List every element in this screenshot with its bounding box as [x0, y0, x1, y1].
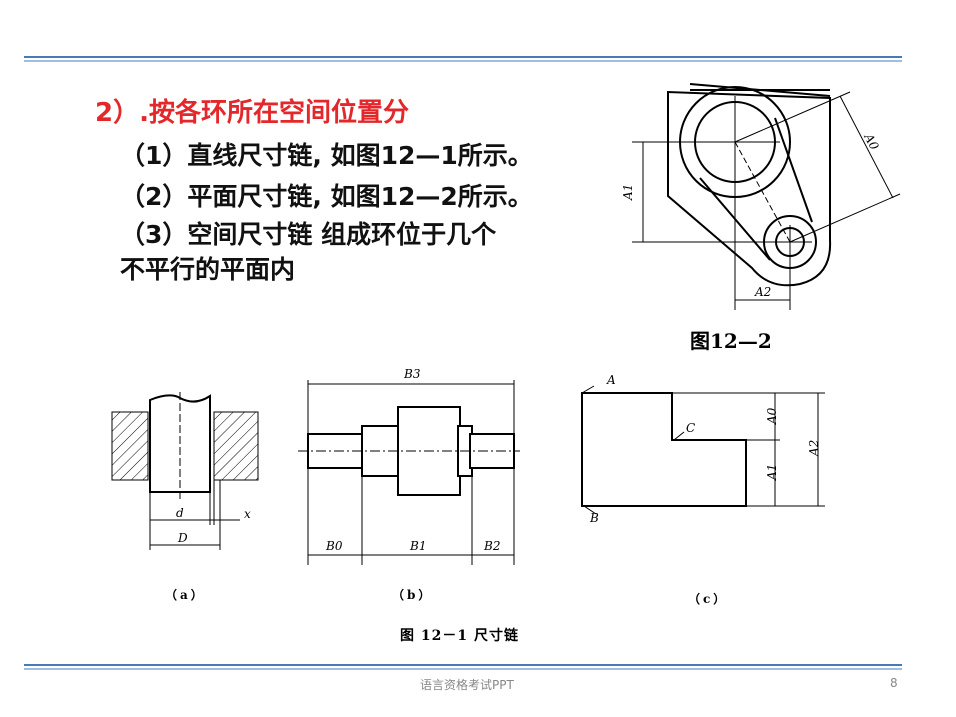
- list-item-linear-chain: （1）直线尺寸链, 如图12—1所示。: [120, 141, 533, 170]
- fig2-label-a2: A2: [754, 285, 771, 299]
- fig-b-label-b0: B0: [325, 539, 343, 553]
- figure-12-1c-caption: （c）: [688, 592, 729, 606]
- fig-c-label-b: B: [589, 511, 599, 525]
- fig-c-stepped-block: [581, 392, 747, 507]
- fig-c-label-a2: A2: [807, 440, 821, 457]
- list-item-plane-chain: （2）平面尺寸链, 如图12—2所示。: [120, 182, 533, 211]
- fig2-label-a1: A1: [621, 184, 635, 201]
- list-item-space-chain: （3）空间尺寸链 组成环位于几个: [120, 220, 497, 249]
- figure-12-2-caption: 图12—2: [690, 329, 772, 353]
- fig-a-label-d: d: [176, 506, 184, 520]
- section-heading: 2）.按各环所在空间位置分: [95, 98, 409, 128]
- figure-12-1-caption: 图 12－1 尺寸链: [400, 628, 519, 644]
- figure-12-1a-caption: （a）: [165, 588, 206, 602]
- page-number: 8: [890, 676, 898, 690]
- bottom-divider: [24, 664, 902, 670]
- top-divider: [24, 56, 902, 62]
- figure-12-1b-caption: （b）: [392, 588, 434, 602]
- fig-a-label-x: x: [244, 507, 251, 521]
- fig2-body-outline: [667, 90, 832, 287]
- fig-c-label-c: C: [686, 421, 695, 435]
- fig-b-label-b2: B2: [483, 539, 500, 553]
- fig-b-label-b1: B1: [409, 539, 426, 553]
- fig-b-label-b3: B3: [403, 367, 421, 381]
- list-item-space-chain-continued: 不平行的平面内: [120, 255, 296, 284]
- footer-text: 语言资格考试PPT: [420, 678, 514, 692]
- fig-a-right-wall: [213, 411, 259, 481]
- fig-a-label-D: D: [177, 531, 188, 545]
- fig-c-label-a: A: [606, 373, 616, 387]
- fig-c-label-a0: A0: [765, 407, 779, 425]
- fig-a-left-wall: [111, 411, 149, 481]
- fig-c-label-a1: A1: [765, 464, 779, 481]
